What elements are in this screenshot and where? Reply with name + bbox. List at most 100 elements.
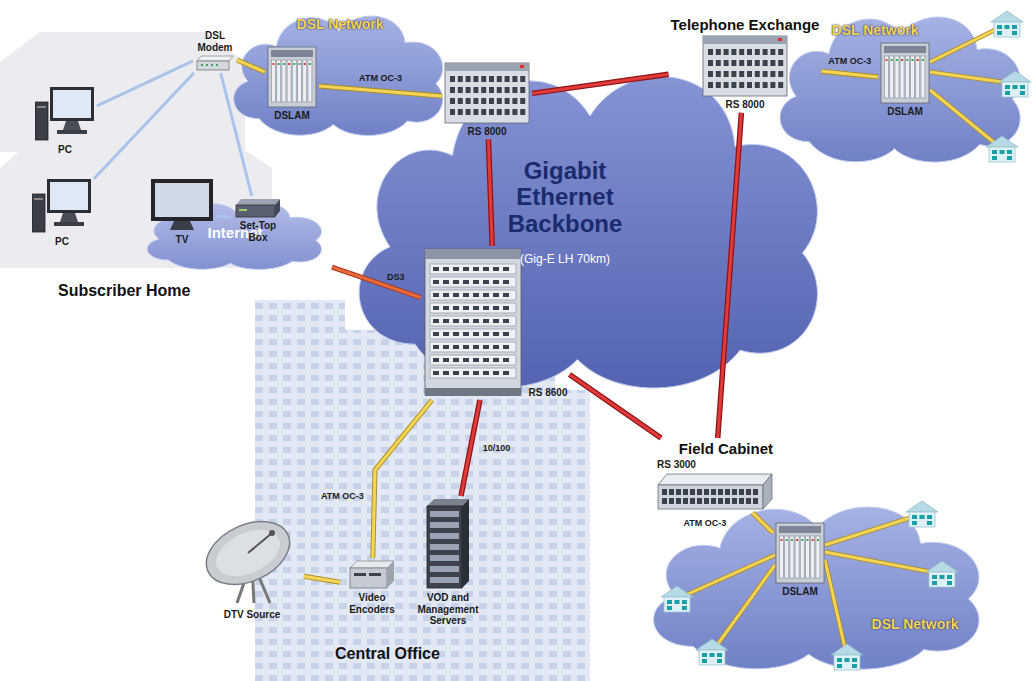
drawing-part: [473, 76, 478, 82]
drawing-part: [776, 523, 824, 583]
node-label: DSL Network: [820, 22, 930, 38]
drawing-part: [235, 198, 281, 218]
drawing-part: [197, 56, 233, 61]
sw-device: Field CabinetRS 3000: [657, 440, 773, 511]
drawing-part: [922, 59, 924, 61]
drawing-part: [458, 87, 463, 93]
drawing-part: [731, 60, 736, 66]
drawing-part: [466, 87, 471, 93]
drawing-part: [503, 358, 509, 362]
node-label: Set-Top Box: [233, 220, 283, 243]
drawing-part: [658, 485, 763, 509]
drawing-part: [503, 293, 509, 297]
drawing-part: [425, 249, 521, 395]
drawing-part: [753, 498, 758, 504]
drawing-part: [453, 319, 459, 323]
node-label: DTV Source: [224, 609, 281, 621]
drawing-part: [151, 179, 213, 221]
drawing-part: [277, 60, 281, 102]
drawing-part: [206, 64, 208, 66]
drawing-part: [35, 86, 95, 142]
server-device: VOD and Management Servers: [404, 498, 492, 627]
server-icon: [426, 498, 470, 590]
drawing-part: [493, 306, 499, 310]
drawing-part: [731, 71, 736, 77]
drawing-part: [445, 63, 529, 123]
drawing-part: [430, 355, 516, 365]
drawing-part: [236, 205, 275, 217]
drawing-part: [763, 71, 768, 77]
drawing-part: [196, 55, 234, 71]
drawing-part: [430, 511, 459, 517]
drawing-part: [912, 59, 914, 61]
drawing-part: [170, 221, 194, 230]
drawing-part: [503, 319, 509, 323]
drawing-part: [801, 539, 803, 541]
drawing-part: [493, 280, 499, 284]
drawing-part: [755, 49, 760, 55]
node-label: DSL Network: [860, 616, 970, 632]
drawing-part: [430, 303, 516, 313]
drawing-part: [304, 63, 306, 65]
drawing-part: [669, 489, 674, 495]
drawing-part: [298, 60, 302, 102]
drawing-part: [917, 59, 919, 61]
building-windows: [550, 390, 590, 681]
drawing-part: [778, 71, 783, 77]
drawing-part: [387, 561, 394, 588]
enc-device: Video Encoders: [342, 560, 402, 615]
drawing-part: [211, 64, 213, 66]
drawing-part: [453, 358, 459, 362]
drawing-part: [466, 98, 471, 104]
drawing-part: [716, 82, 721, 88]
drawing-part: [905, 56, 909, 98]
pc-icon: [32, 178, 92, 234]
drawing-part: [463, 345, 469, 349]
drawing-part: [718, 498, 723, 504]
drawing-part: [747, 60, 752, 66]
drawing-part: [711, 498, 716, 504]
drawing-part: [473, 332, 479, 336]
pc-icon: [35, 86, 95, 142]
drawing-part: [807, 539, 809, 541]
drawing-part: [443, 345, 449, 349]
drawing-part: [697, 489, 702, 495]
drawing-part: [35, 102, 48, 140]
node-label: DSLAM: [782, 586, 818, 598]
drawing-part: [473, 267, 479, 271]
drawing-part: [444, 62, 530, 124]
drawing-part: [453, 306, 459, 310]
drawing-part: [473, 319, 479, 323]
drawing-part: [724, 82, 729, 88]
router-icon: [702, 35, 788, 97]
drawing-part: [702, 35, 788, 97]
drawing-part: [880, 42, 930, 104]
drawing-part: [497, 76, 502, 82]
drawing-part: [795, 536, 799, 578]
drawing-part: [443, 293, 449, 297]
drawing-part: [202, 515, 300, 597]
drawing-part: [493, 267, 499, 271]
drawing-part: [732, 489, 737, 495]
modem-device: DSL Modem: [195, 30, 235, 71]
drawing-part: [483, 371, 489, 375]
drawing-part: [473, 87, 478, 93]
drawing-part: [443, 267, 449, 271]
drawing-part: [369, 573, 381, 576]
drawing-part: [481, 76, 486, 82]
drawing-part: [293, 63, 295, 65]
drawing-part: [155, 183, 209, 217]
drawing-part: [778, 38, 782, 41]
drawing-part: [669, 498, 674, 504]
drawing-part: [785, 536, 789, 578]
drawing-part: [433, 306, 439, 310]
drawing-part: [503, 371, 509, 375]
drawing-part: [443, 319, 449, 323]
drawing-part: [512, 76, 517, 82]
drawing-part: [269, 530, 275, 536]
drawing-part: [503, 267, 509, 271]
drawing-part: [483, 306, 489, 310]
drawing-part: [489, 76, 494, 82]
drawing-part: [896, 59, 898, 61]
drawing-part: [780, 17, 1020, 162]
